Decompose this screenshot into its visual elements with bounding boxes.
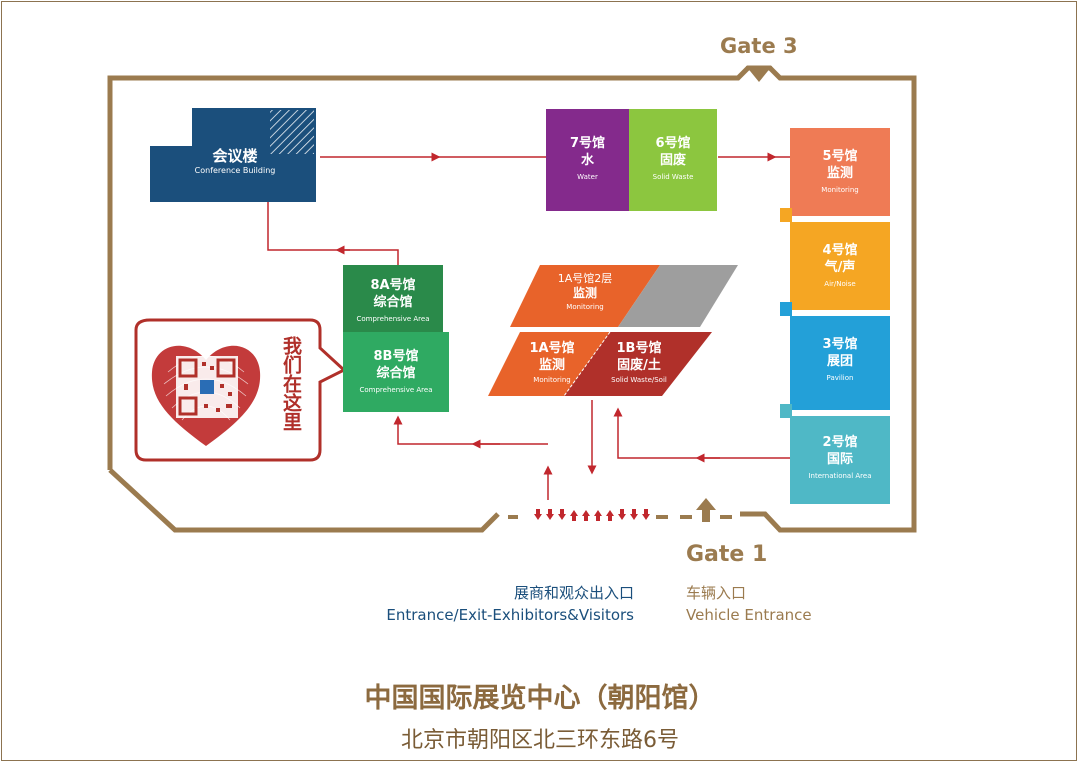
hall-2-theme: 国际: [826, 452, 853, 467]
conference-building-en: Conference Building: [194, 166, 276, 175]
vehicle-entrance-en: Vehicle Entrance: [686, 606, 812, 624]
here-marker-text: 我们在这里: [280, 336, 302, 431]
venue-boundary-left: [108, 468, 500, 533]
hall-1b-theme: 固废/土: [617, 358, 661, 373]
hall-5-connector: [780, 208, 792, 222]
hall-6-en: Solid Waste: [652, 173, 694, 181]
hall-5[interactable]: 5号馆 监测 Monitoring: [790, 128, 890, 216]
hall-8a[interactable]: 8A号馆 综合馆 Comprehensive Area: [343, 265, 443, 339]
conference-building[interactable]: 会议楼 Conference Building: [170, 148, 300, 176]
hall-8b[interactable]: 8B号馆 综合馆 Comprehensive Area: [343, 332, 449, 412]
venue-name: 中国国际展览中心（朝阳馆）: [364, 683, 716, 714]
hall-4[interactable]: 4号馆 气/声 Air/Noise: [790, 222, 890, 310]
visitor-entrance-legend: 展商和观众出入口 Entrance/Exit-Exhibitors&Visito…: [372, 582, 634, 626]
hall-5-en: Monitoring: [821, 186, 859, 194]
hall-6[interactable]: 6号馆 固废 Solid Waste: [629, 109, 717, 211]
hall-1a2-shape: [510, 265, 660, 327]
hall-8b-en: Comprehensive Area: [359, 386, 433, 394]
hall-1b-number: 1B号馆: [616, 341, 662, 356]
hall-8a-theme: 综合馆: [373, 295, 413, 310]
hall-3-en: Pavilion: [826, 374, 854, 382]
hall-4-en: Air/Noise: [824, 280, 856, 288]
vehicle-entrance-cn: 车辆入口: [686, 584, 747, 602]
hall-4-connector: [780, 302, 792, 316]
flow-lines: [263, 152, 792, 500]
conference-building-cn: 会议楼: [212, 147, 258, 165]
visitor-entrance-cn: 展商和观众出入口: [513, 584, 634, 602]
hall-3-number: 3号馆: [822, 337, 858, 352]
hall-2-number: 2号馆: [822, 435, 858, 450]
vehicle-entrance-legend: 车辆入口 Vehicle Entrance: [686, 582, 886, 626]
hall-1a[interactable]: 1A号馆 监测 Monitoring: [504, 340, 600, 385]
qr-heart-icon: [151, 345, 261, 446]
gate3-arrow-icon: [746, 66, 772, 82]
hall-3-theme: 展团: [826, 354, 853, 369]
hall-8a-number: 8A号馆: [370, 278, 416, 293]
hall-1a2-theme: 监测: [572, 286, 597, 300]
hall-3-connector: [780, 404, 792, 418]
gate3-label: Gate 3: [720, 34, 798, 58]
venue-boundary: [107, 65, 917, 533]
hall-1b[interactable]: 1B号馆 固废/土 Solid Waste/Soil: [584, 340, 694, 385]
hall-8b-number: 8B号馆: [373, 349, 419, 364]
hall-3[interactable]: 3号馆 展团 Pavilion: [790, 316, 890, 410]
hall-5-number: 5号馆: [822, 149, 858, 164]
gate1-label: Gate 1: [686, 542, 768, 567]
hall-8a-en: Comprehensive Area: [356, 315, 430, 323]
hall-5-theme: 监测: [826, 166, 853, 181]
hall-7-theme: 水: [580, 153, 594, 168]
hall-1a2[interactable]: 1A号馆2层 监测 Monitoring: [530, 272, 640, 312]
entrance-arrows-icon: [534, 509, 650, 521]
hall-1a-en: Monitoring: [533, 376, 571, 384]
hall-7[interactable]: 7号馆 水 Water: [546, 109, 629, 211]
visitor-entrance-en: Entrance/Exit-Exhibitors&Visitors: [386, 606, 634, 624]
hall-2[interactable]: 2号馆 国际 International Area: [790, 416, 890, 504]
hall-1b-en: Solid Waste/Soil: [611, 376, 667, 384]
hall-2-en: International Area: [808, 472, 872, 480]
hall-1a-shape: [488, 332, 610, 396]
hall-4-number: 4号馆: [822, 243, 858, 258]
hall-1a-theme: 监测: [538, 358, 565, 373]
hall-8b-theme: 综合馆: [376, 366, 416, 381]
hall-1b-shape: [564, 332, 712, 396]
vehicle-entrance-arrow-icon: [696, 498, 716, 522]
hall-1a-number: 1A号馆: [529, 341, 575, 356]
hall-7-en: Water: [577, 173, 598, 181]
venue-address: 北京市朝阳区北三环东路6号: [401, 728, 679, 753]
hall-7-number: 7号馆: [569, 136, 606, 151]
hall-1a2-gray: [618, 265, 738, 327]
hall-6-number: 6号馆: [655, 136, 691, 151]
hall-1a2-number: 1A号馆2层: [557, 272, 613, 285]
hall-6-theme: 固废: [659, 153, 686, 168]
hall-4-theme: 气/声: [824, 260, 856, 275]
hall-1a2-en: Monitoring: [566, 303, 604, 311]
